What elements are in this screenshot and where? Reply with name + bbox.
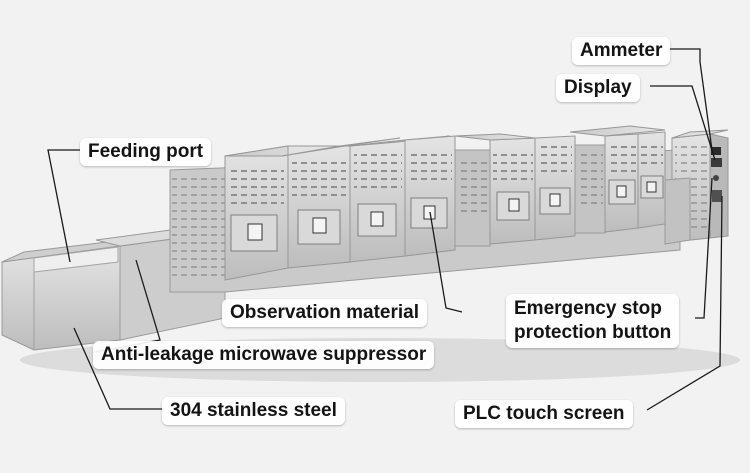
display-label: Display xyxy=(556,74,640,102)
stainless-steel-label: 304 stainless steel xyxy=(162,397,345,425)
feeding-port-label: Feeding port xyxy=(80,138,212,166)
emergency-stop-label-line2: protection button xyxy=(514,322,672,343)
emergency-stop-leader xyxy=(695,177,713,319)
emergency-stop-label: Emergency stop protection button xyxy=(506,294,680,348)
feeding-port-opening xyxy=(33,246,119,273)
display-device xyxy=(711,158,722,167)
emergency-stop-device xyxy=(713,175,719,181)
plc-leader xyxy=(646,195,723,411)
feeding-port-leader xyxy=(47,149,80,263)
ammeter-device xyxy=(711,147,721,155)
display-leader xyxy=(650,85,716,161)
observation-material-label: Observation material xyxy=(222,299,428,327)
ammeter-leader xyxy=(668,48,713,151)
observation-material-leader xyxy=(429,211,463,313)
anti-leakage-label: Anti-leakage microwave suppressor xyxy=(93,341,435,369)
plc-screen-device xyxy=(712,190,722,202)
stainless-steel-leader xyxy=(73,327,164,410)
ammeter-label: Ammeter xyxy=(572,37,671,65)
outfeed-end xyxy=(664,177,691,245)
emergency-stop-label-line1: Emergency stop xyxy=(514,298,662,319)
microwave-cabinets xyxy=(224,125,666,281)
plc-touch-screen-label: PLC touch screen xyxy=(455,400,633,428)
